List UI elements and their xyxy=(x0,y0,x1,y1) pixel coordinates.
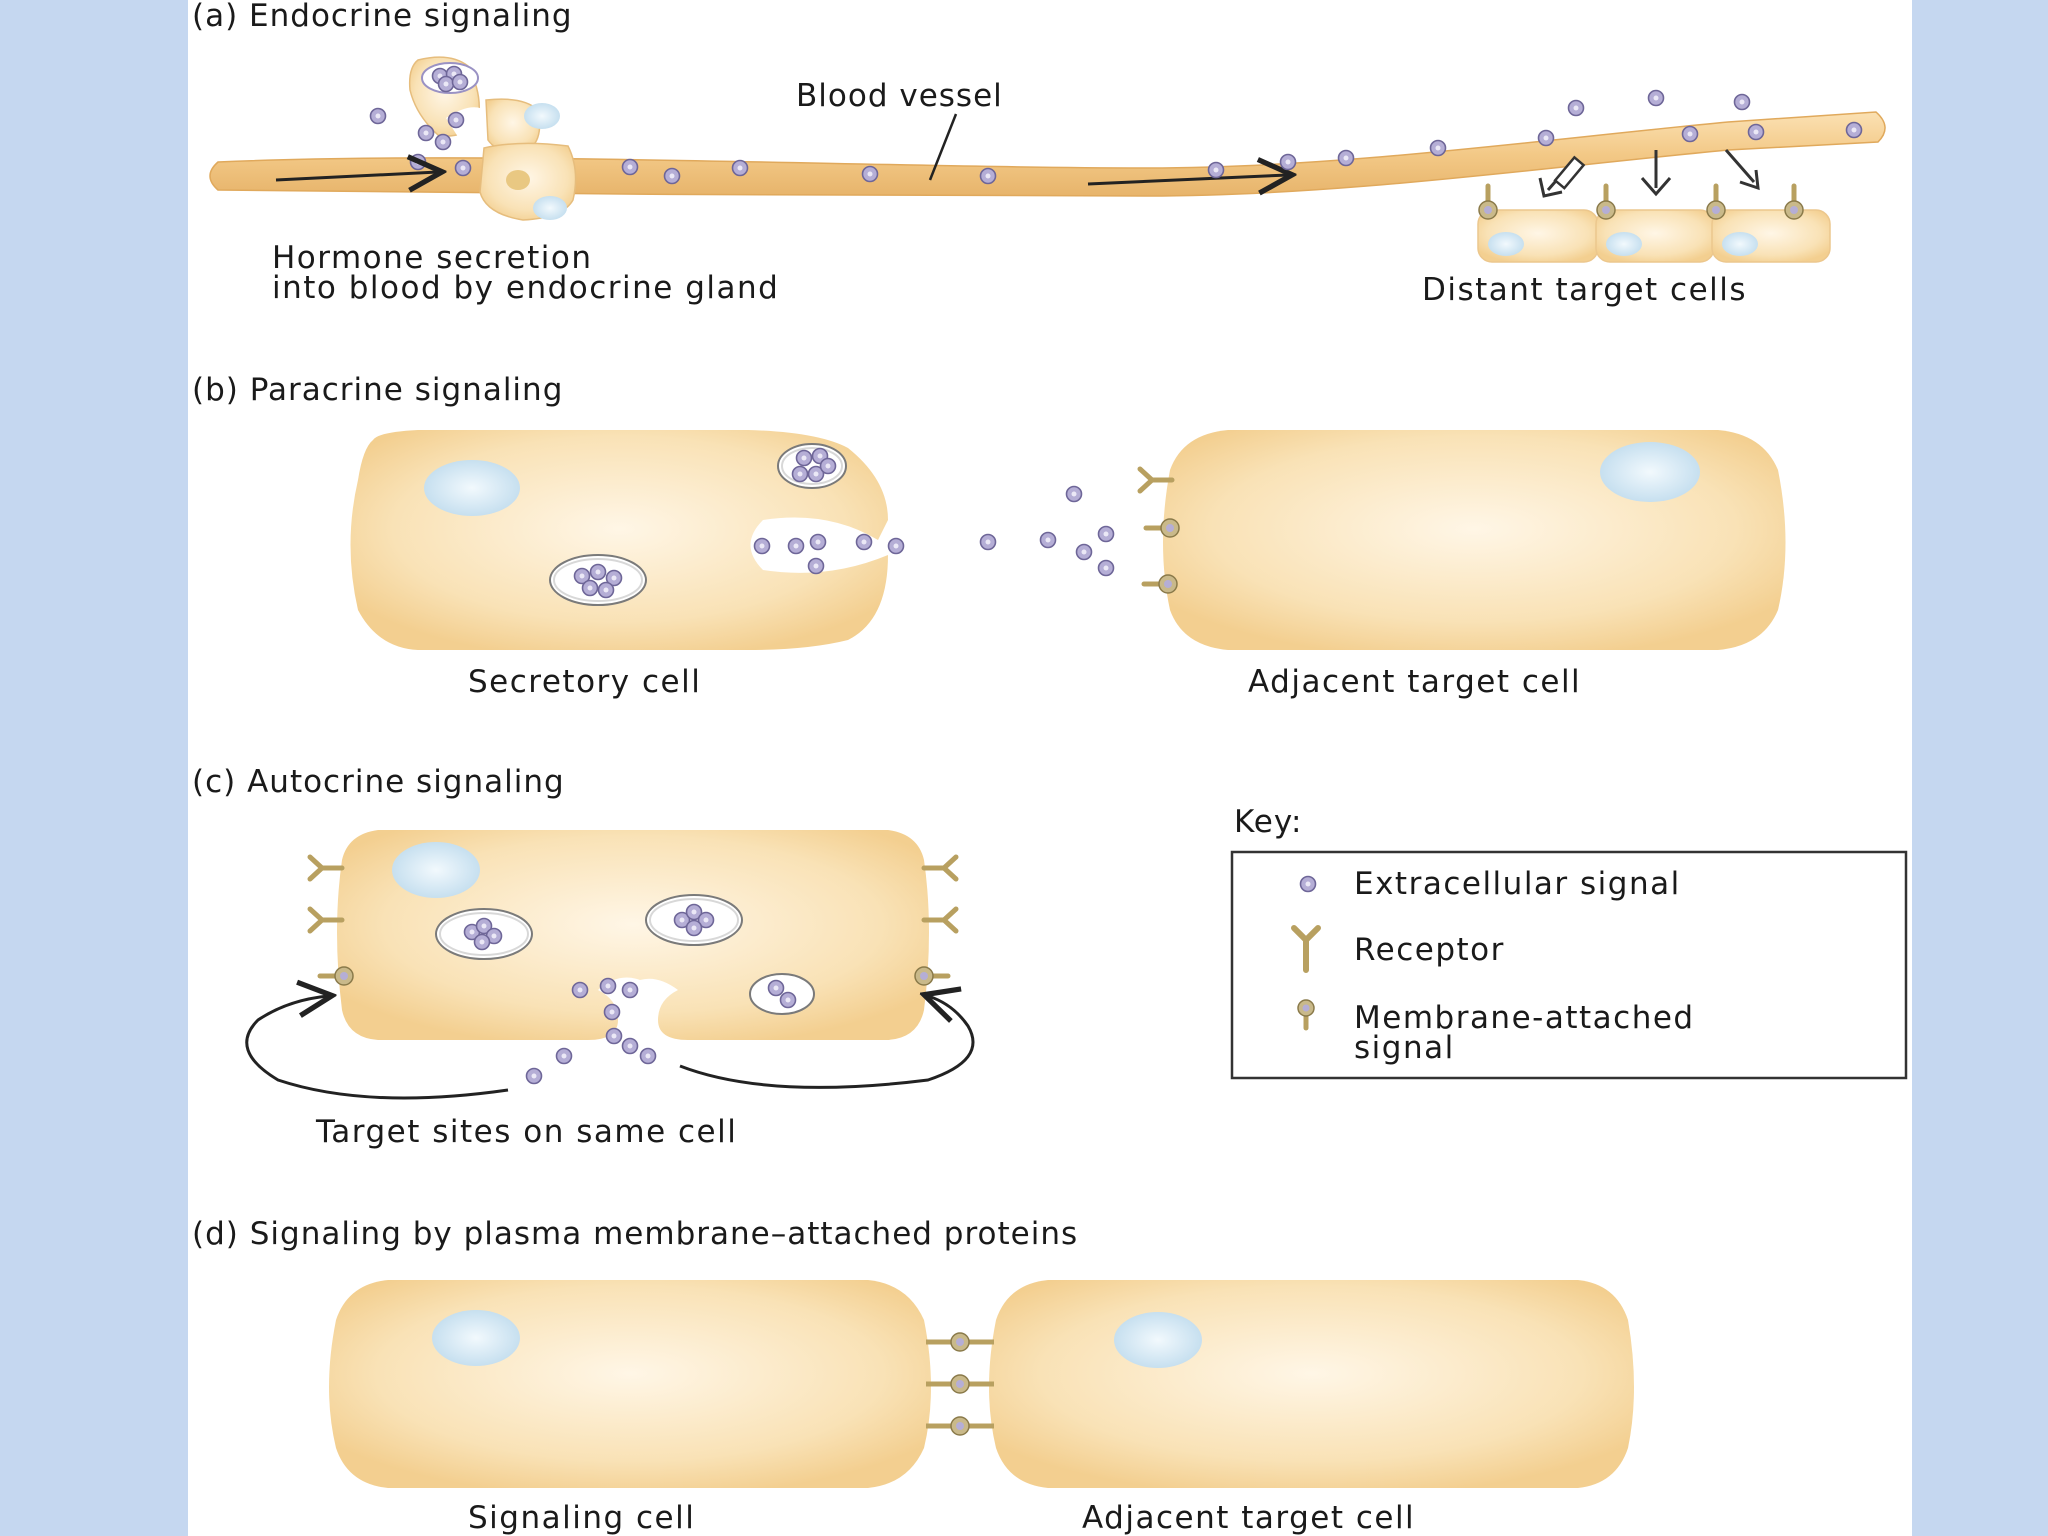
blood-flow-arrow-right xyxy=(1087,175,1288,184)
secretory-nucleus xyxy=(424,460,520,516)
target-nucleus-d xyxy=(1114,1312,1202,1368)
adjacent-target-cell-label-d: Adjacent target cell xyxy=(1082,1500,1415,1536)
extracellular-signal-icon xyxy=(1299,875,1317,893)
panel-a-heading: (a) Endocrine signaling xyxy=(192,0,573,34)
receptor-icon xyxy=(1291,925,1321,973)
adjacent-target-cell-d xyxy=(989,1280,1634,1488)
endocrine-gland xyxy=(369,56,577,221)
legend-membrane-attached-line2: signal xyxy=(1354,1030,1455,1066)
legend-title: Key: xyxy=(1234,804,1302,840)
signaling-cell xyxy=(329,1280,931,1488)
blood-flow-arrow-left xyxy=(275,172,438,180)
legend-extracellular-signal: Extracellular signal xyxy=(1354,866,1681,902)
adjacent-target-cell-b xyxy=(1140,430,1786,650)
secretory-cell-label: Secretory cell xyxy=(468,664,701,700)
panel-c-heading: (c) Autocrine signaling xyxy=(192,764,565,800)
gland-caption-line2: into blood by endocrine gland xyxy=(272,270,779,306)
panel-d-membrane-attached: (d) Signaling by plasma membrane–attache… xyxy=(192,1216,1634,1536)
panel-c-autocrine: (c) Autocrine signaling xyxy=(192,764,975,1150)
panel-b-heading: (b) Paracrine signaling xyxy=(192,372,563,408)
autocrine-nucleus xyxy=(392,842,480,898)
adjacent-target-cell-label-b: Adjacent target cell xyxy=(1248,664,1581,700)
legend-receptor: Receptor xyxy=(1354,932,1505,968)
autocrine-cell xyxy=(310,830,956,1040)
signaling-nucleus xyxy=(432,1310,520,1366)
autocrine-arrow-right xyxy=(679,996,975,1089)
distant-target-cells-label: Distant target cells xyxy=(1422,272,1747,308)
panel-b-paracrine: (b) Paracrine signaling xyxy=(192,372,1786,700)
secretory-cell xyxy=(350,430,888,650)
membrane-attached-contacts xyxy=(926,1332,994,1436)
panel-d-heading: (d) Signaling by plasma membrane–attache… xyxy=(192,1216,1078,1252)
target-nucleus-b xyxy=(1600,442,1700,502)
target-sites-label: Target sites on same cell xyxy=(315,1114,737,1150)
distant-target-cells xyxy=(1478,149,1831,263)
blood-vessel-label: Blood vessel xyxy=(796,78,1003,114)
membrane-attached-signal-icon xyxy=(1297,999,1315,1031)
blood-vessel-leader xyxy=(928,113,958,181)
legend-box xyxy=(1230,850,1908,1080)
autocrine-arrow-left xyxy=(245,996,509,1100)
legend-membrane-attached-line1: Membrane-attached xyxy=(1354,1000,1695,1036)
figure-panel: (a) Endocrine signaling xyxy=(188,0,1912,1536)
legend: Key: Extracellular signal Receptor Membr… xyxy=(1230,804,1908,1080)
panel-a-endocrine: (a) Endocrine signaling xyxy=(192,0,1886,308)
cell-signaling-figure: (a) Endocrine signaling xyxy=(192,0,1908,1536)
signaling-cell-label: Signaling cell xyxy=(468,1500,695,1536)
gland-caption-line1: Hormone secretion xyxy=(272,240,593,276)
